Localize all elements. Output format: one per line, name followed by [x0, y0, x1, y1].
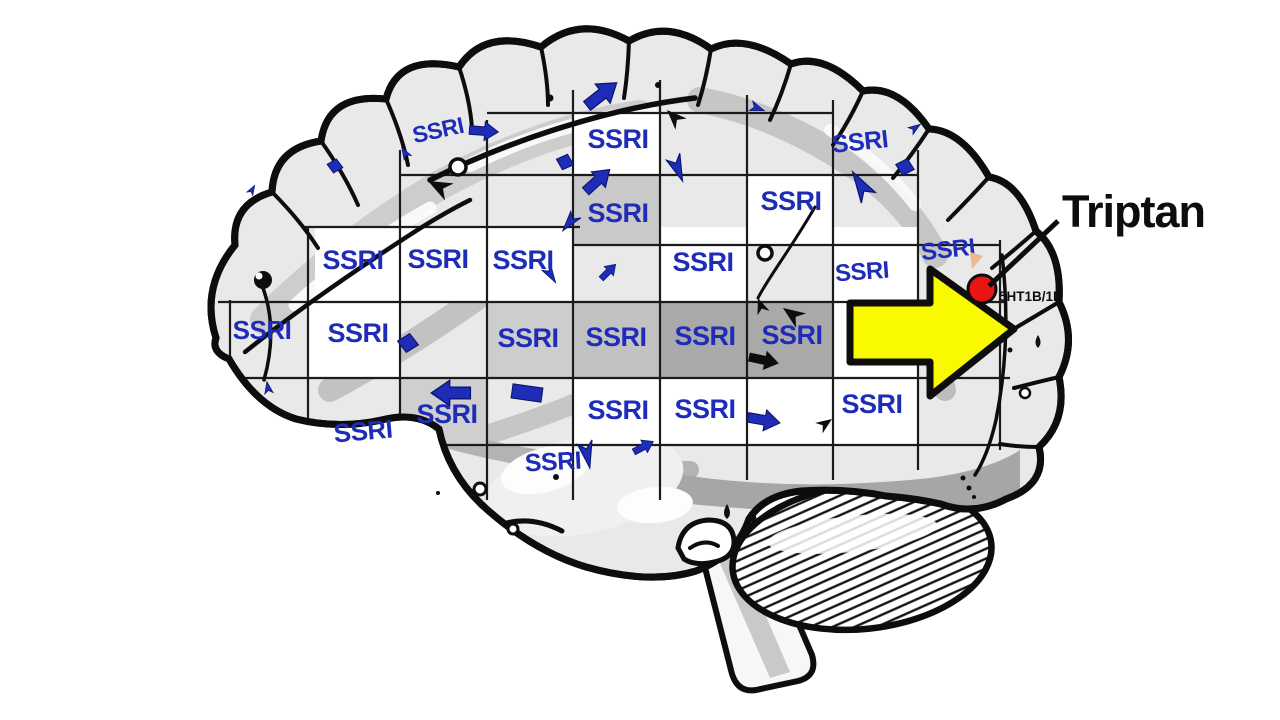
ssri-label: SSRI	[920, 234, 977, 266]
ssri-label: SSRI	[834, 257, 890, 288]
ssri-label: SSRI	[831, 125, 890, 159]
ssri-label: SSRI	[322, 245, 383, 275]
ssri-label: SSRI	[587, 395, 648, 425]
ssri-label: SSRI	[587, 124, 648, 154]
serotonin-arrow-icon	[246, 183, 259, 196]
ssri-label: SSRI	[674, 394, 735, 424]
ssri-label: SSRI	[587, 198, 648, 228]
ssri-label: SSRI	[841, 389, 902, 419]
ssri-label: SSRI	[672, 247, 733, 277]
tan-arrow	[970, 252, 983, 269]
ssri-label: SSRI	[492, 245, 553, 275]
grid-overlay	[218, 80, 1010, 500]
grid-cells	[308, 113, 918, 445]
ssri-label: SSRI	[327, 318, 388, 348]
receptor-dot	[966, 273, 998, 305]
ssri-label: SSRI	[233, 315, 292, 345]
ssri-labels-layer: SSRI SSRI SSRI SSRI SSRI SSRI SSRI SSRI SSRI SSRI…	[233, 112, 977, 478]
receptor-label: 5HT1B/1D	[999, 289, 1063, 304]
triptan-label: Triptan	[1062, 186, 1205, 237]
ssri-label: SSRI	[674, 321, 735, 351]
ssri-label: SSRI	[761, 320, 822, 350]
ssri-label: SSRI	[760, 186, 821, 216]
ssri-label: SSRI	[407, 244, 468, 274]
ssri-label: SSRI	[332, 413, 393, 448]
ssri-label: SSRI	[497, 323, 558, 353]
cerebellum-highlight	[767, 513, 938, 554]
cerebellum	[729, 480, 995, 634]
triptan-pointer-line	[987, 219, 1060, 288]
ssri-label: SSRI	[416, 399, 477, 429]
curl-line	[688, 540, 720, 550]
decorations	[254, 82, 1041, 536]
ssri-label: SSRI	[524, 447, 582, 478]
ssri-label: SSRI	[585, 322, 646, 352]
